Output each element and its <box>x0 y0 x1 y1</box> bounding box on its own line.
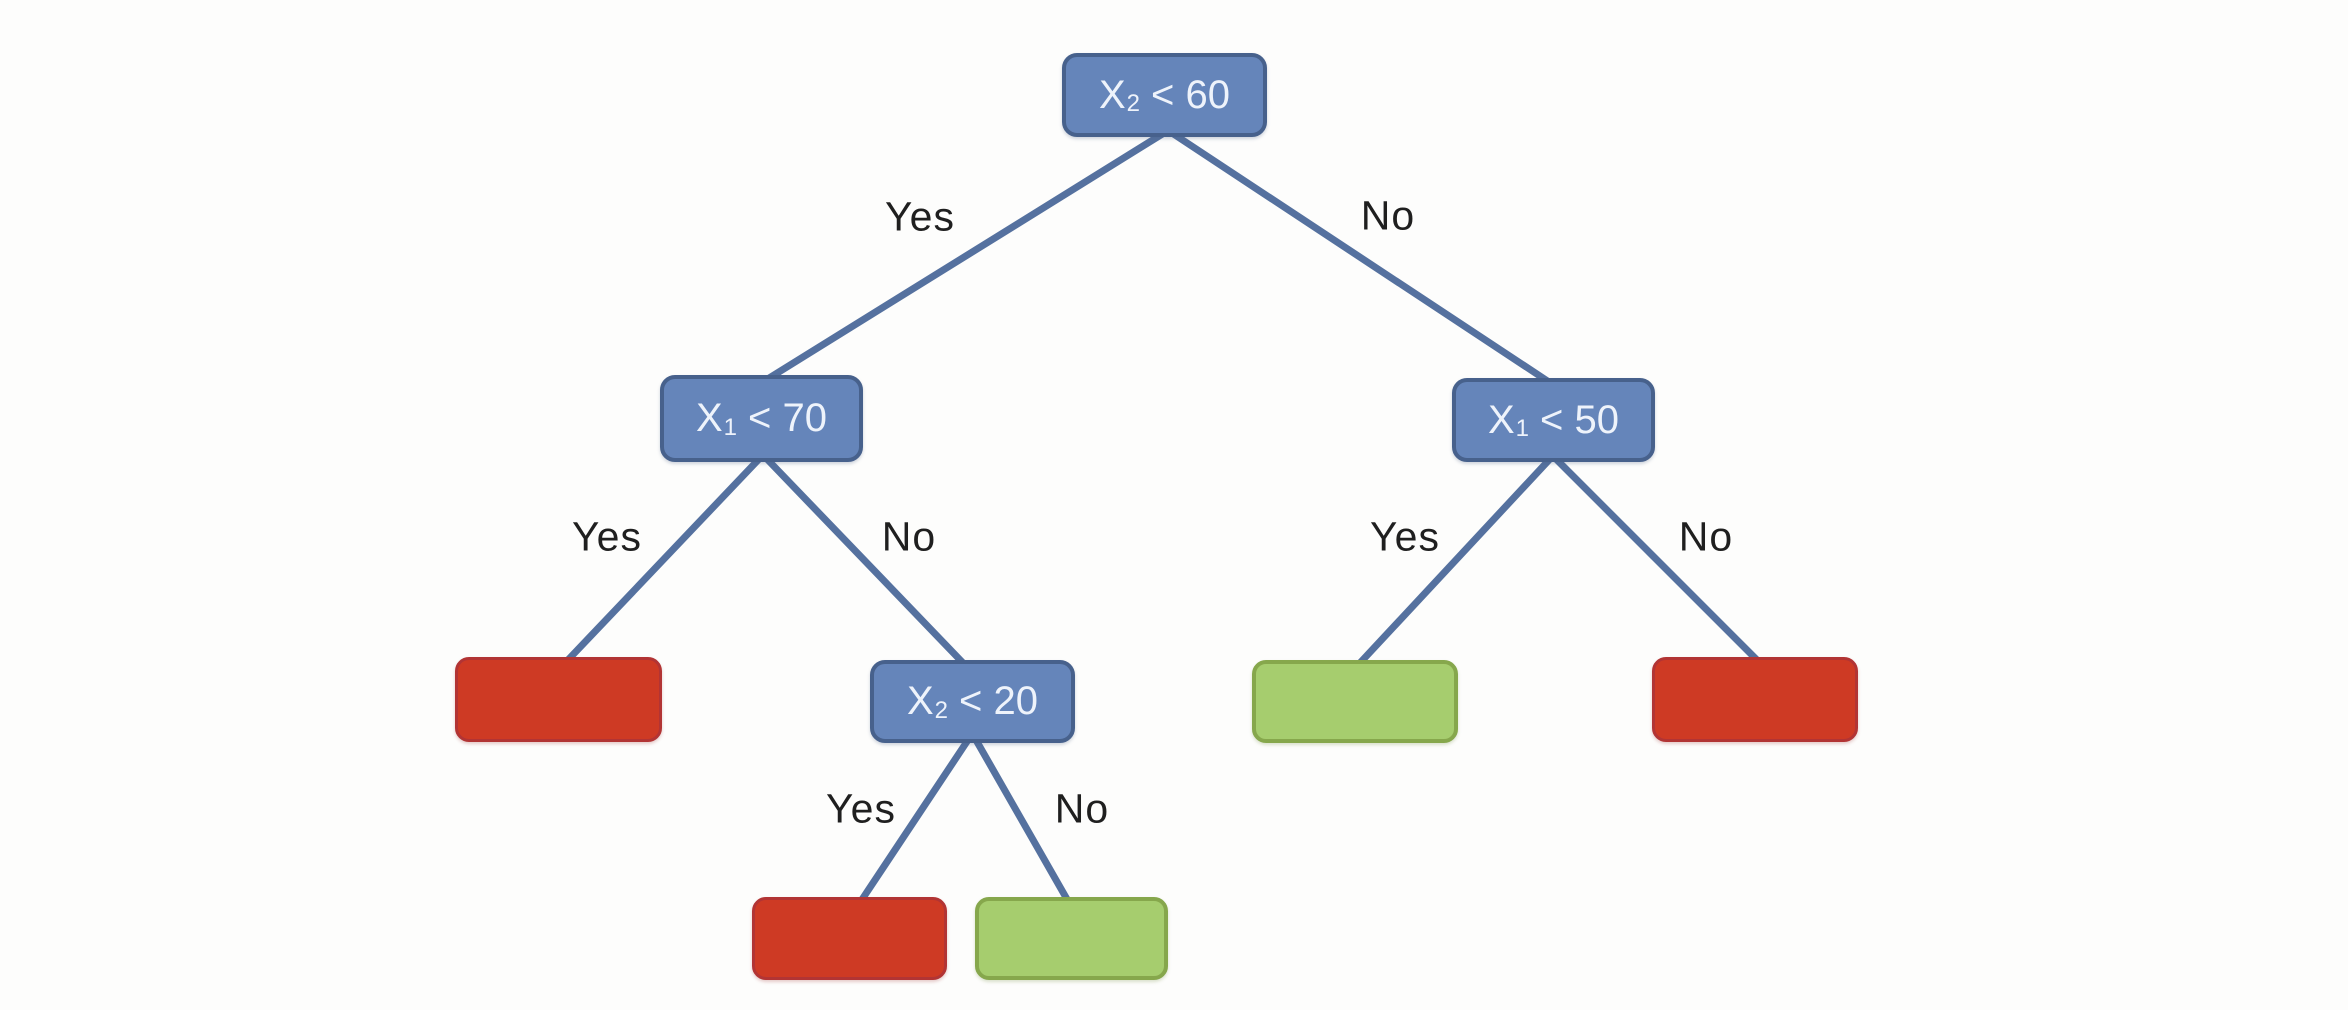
leaf-node-red <box>752 897 947 980</box>
node-subscript: 1 <box>723 413 738 441</box>
leaf-node-green <box>1252 660 1458 743</box>
node-condition: < 70 <box>748 396 827 440</box>
edge-label-no: No <box>1054 785 1110 832</box>
edge-label-no: No <box>881 513 937 560</box>
edge-root-to-right <box>1168 129 1553 386</box>
edge-label-yes: Yes <box>885 193 955 240</box>
node-subscript: 2 <box>934 696 949 724</box>
edge-label-no: No <box>1360 192 1416 239</box>
node-variable: X <box>1487 397 1515 442</box>
edge-mid-to-leaf-red <box>857 736 972 905</box>
leaf-node-red <box>1652 657 1858 742</box>
node-variable: X <box>1098 72 1126 117</box>
node-condition: < 60 <box>1151 72 1230 117</box>
edge-label-yes: Yes <box>1370 513 1440 560</box>
edge-root-to-left <box>762 129 1168 384</box>
edge-label-yes: Yes <box>826 785 896 832</box>
edge-left-to-mid <box>762 454 969 669</box>
leaf-node-green <box>975 897 1168 980</box>
edge-left-to-leaf-red <box>562 454 764 666</box>
node-condition: < 20 <box>959 679 1038 723</box>
node-condition: < 50 <box>1540 397 1619 442</box>
edge-label-no: No <box>1678 513 1734 560</box>
node-variable: X <box>695 396 723 440</box>
edge-right-to-leaf-green <box>1355 456 1553 668</box>
node-subscript: 2 <box>1126 90 1141 117</box>
node-subscript: 1 <box>1515 415 1530 442</box>
node-variable: X <box>906 679 934 723</box>
edge-right-to-leaf-red <box>1553 456 1762 665</box>
edge-label-yes: Yes <box>572 513 642 560</box>
edge-mid-to-leaf-green <box>972 736 1072 905</box>
leaf-node-red <box>455 657 662 742</box>
